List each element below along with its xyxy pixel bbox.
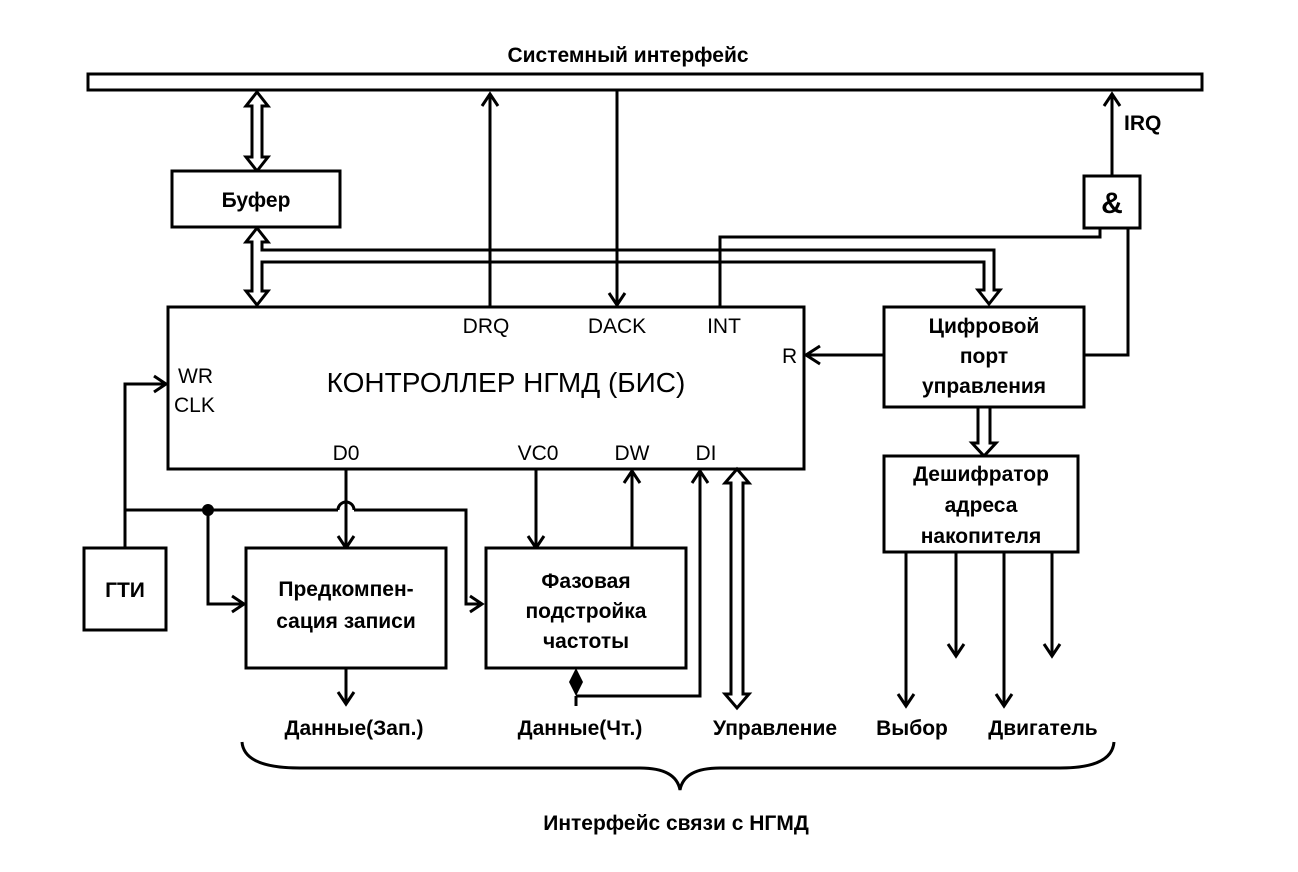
write-data-label: Данные(Зап.) [285,717,424,740]
port-to-r-line [803,344,884,366]
gti-block [82,546,168,632]
dw-line [622,468,642,548]
decoder-block [882,454,1080,554]
controller-title: КОНТРОЛЛЕР НГМД (БИС) [327,367,686,398]
select-label: Выбор [876,717,948,740]
precomp-line2: сация записи [276,610,416,633]
irq-line [1102,91,1122,176]
port-to-decoder-arrow [968,405,1000,459]
read-data-label: Данные(Чт.) [518,717,643,740]
int-label: INT [707,315,741,338]
pll-line3: частоты [543,630,629,653]
system-bus-title: Системный интерфейс [507,44,748,67]
pll-line1: Фазовая [541,570,630,593]
d0-label: D0 [333,442,360,465]
clock-to-controller-line [123,374,169,548]
vc0-label: VC0 [518,442,559,465]
controller-block [166,305,806,471]
motor-label: Двигатель [988,717,1098,740]
write-data-line [336,668,356,707]
digital-port-block [882,305,1086,409]
gti-label: ГТИ [105,579,145,602]
d0-line [336,469,356,551]
digital-port-line2: порт [960,345,1008,368]
drq-label: DRQ [463,315,510,338]
decoder-line2: адреса [945,494,1018,517]
read-data-line [569,468,710,706]
and-gate-label: & [1101,187,1123,220]
int-line [718,228,1102,307]
internal-data-bus [242,225,1004,308]
digital-port-line1: Цифровой [929,315,1040,338]
interface-brace [240,741,1116,791]
di-label: DI [696,442,717,465]
wr-label: WR [178,365,213,388]
clk-label: CLK [174,394,215,417]
precomp-line1: Предкомпен- [278,578,413,601]
decoder-line1: Дешифратор [913,463,1049,486]
control-bus-arrow [721,466,753,711]
vc0-line [526,469,546,551]
dack-label: DACK [588,315,646,338]
buffer-block [170,169,342,229]
drq-line [480,91,500,307]
port-to-and-line [1084,228,1130,357]
pll-block [484,546,688,670]
pll-line2: подстройка [525,600,646,623]
interface-caption: Интерфейс связи с НГМД [543,812,809,835]
irq-label: IRQ [1124,112,1161,135]
decoder-line3: накопителя [921,525,1042,548]
system-bus [86,72,1204,92]
dack-line [607,90,627,308]
digital-port-line3: управления [922,375,1046,398]
buffer-label: Буфер [222,189,291,212]
decoder-outputs [896,552,1062,709]
precomp-block [244,546,448,670]
control-label: Управление [713,717,837,740]
r-label: R [782,345,797,368]
dw-label: DW [615,442,650,465]
bus-buffer-arrow [242,89,272,174]
